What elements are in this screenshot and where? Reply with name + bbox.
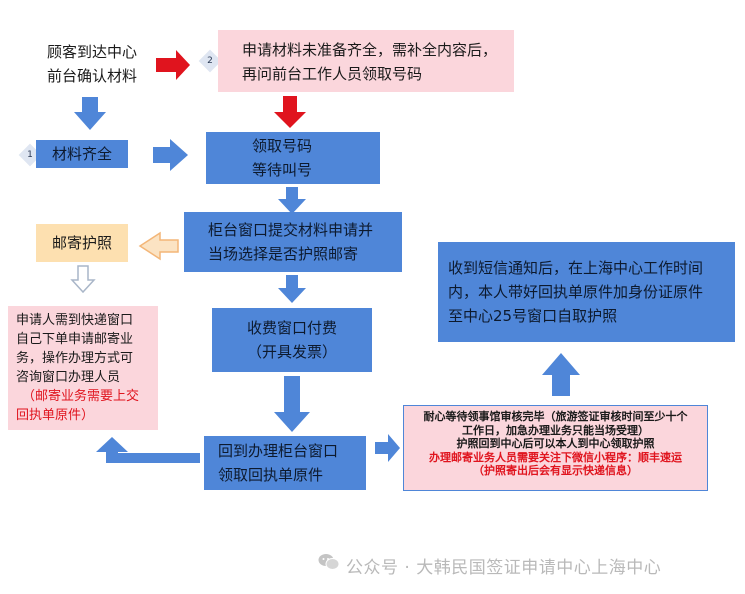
arrow-right-return	[375, 434, 400, 462]
counter-submit-line-2: 当场选择是否护照邮寄	[208, 245, 359, 263]
wait-note-line-1: 耐心等待领事馆审核完毕（旅游签证审核时间至少十个	[423, 410, 688, 423]
mail-note-line-1: 申请人需到快递窗口	[16, 313, 134, 328]
wait-note-line-2: 工作日，加急办理业务只能当场受理）	[462, 423, 649, 437]
arrow-down-payment	[274, 376, 310, 432]
outline-arrow-left	[138, 231, 179, 261]
red-arrow-right	[156, 50, 190, 80]
return-counter-line-1: 回到办理柜台窗口	[218, 442, 339, 460]
customer-arrives-line-2: 前台确认材料	[46, 67, 137, 85]
payment-line-1: 收费窗口付费	[246, 319, 337, 337]
sms-notice-box: 收到短信通知后，在上海中心工作时间 内，本人带好回执单原件加身份证原件 至中心2…	[438, 242, 735, 342]
arrow-down-customer	[74, 97, 106, 130]
sms-notice-line-3: 至中心25号窗口自取护照	[448, 307, 618, 325]
sms-notice-line-2: 内，本人带好回执单原件加身份证原件	[448, 283, 704, 301]
customer-arrives-text: 顾客到达中心 前台确认材料	[38, 40, 146, 88]
wechat-icon	[318, 553, 340, 571]
counter-submit-line-1: 柜台窗口提交材料申请并	[208, 221, 374, 239]
mail-passport-label: 邮寄护照	[51, 234, 112, 252]
red-arrow-down	[274, 96, 306, 128]
mail-note-line-3: 务，操作办理方式可	[16, 351, 134, 366]
wait-note-red-2: （护照寄出后会有显示快递信息）	[473, 464, 638, 477]
mail-note-red-1: （邮寄业务需要上交	[22, 389, 140, 404]
incomplete-materials-box: 申请材料未准备齐全，需补全内容后， 再问前台工作人员领取号码	[218, 30, 514, 92]
return-counter-box: 回到办理柜台窗口 领取回执单原件	[204, 436, 366, 490]
wait-note-line-3: 护照回到中心后可以本人到中心领取护照	[456, 437, 655, 450]
take-number-line-1: 领取号码	[252, 137, 313, 155]
step-badge-1: 1	[24, 149, 36, 161]
mail-passport-box: 邮寄护照	[36, 224, 128, 262]
outline-arrow-down	[70, 265, 96, 294]
sms-notice-line-1: 收到短信通知后，在上海中心工作时间	[448, 259, 704, 277]
payment-box: 收费窗口付费 （开具发票）	[212, 308, 372, 372]
step-badge-2: 2	[204, 55, 216, 67]
materials-complete-label: 材料齐全	[52, 145, 113, 163]
counter-submit-box: 柜台窗口提交材料申请并 当场选择是否护照邮寄	[184, 212, 402, 272]
wait-note-box: 耐心等待领事馆审核完毕（旅游签证审核时间至少十个 工作日，加急办理业务只能当场受…	[403, 405, 708, 491]
payment-line-2: （开具发票）	[246, 343, 337, 361]
arrow-down-counter	[278, 275, 306, 303]
materials-complete-box: 材料齐全	[36, 140, 128, 168]
mail-note-box: 申请人需到快递窗口 自己下单申请邮寄业 务，操作办理方式可 咨询窗口办理人员 （…	[8, 306, 158, 430]
arrow-down-take	[278, 187, 306, 214]
arrow-right-complete	[153, 139, 188, 171]
bent-arrow-return	[96, 437, 200, 463]
mail-note-line-4: 咨询窗口办理人员	[16, 370, 121, 385]
watermark-text: 公众号 · 大韩民国签证申请中心上海中心	[346, 558, 662, 578]
mail-note-line-2: 自己下单申请邮寄业	[16, 332, 134, 347]
incomplete-line-2: 再问前台工作人员领取号码	[242, 65, 423, 83]
return-counter-line-2: 领取回执单原件	[218, 466, 324, 484]
take-number-line-2: 等待叫号	[252, 161, 313, 179]
wait-note-red-1: 办理邮寄业务人员需要关注下微信小程序：顺丰速运	[429, 450, 682, 464]
mail-note-red-2: 回执单原件）	[16, 408, 95, 423]
customer-arrives-line-1: 顾客到达中心	[46, 43, 137, 61]
incomplete-line-1: 申请材料未准备齐全，需补全内容后，	[242, 41, 498, 59]
take-number-box: 领取号码 等待叫号	[206, 132, 380, 184]
arrow-up-wait	[542, 353, 580, 396]
